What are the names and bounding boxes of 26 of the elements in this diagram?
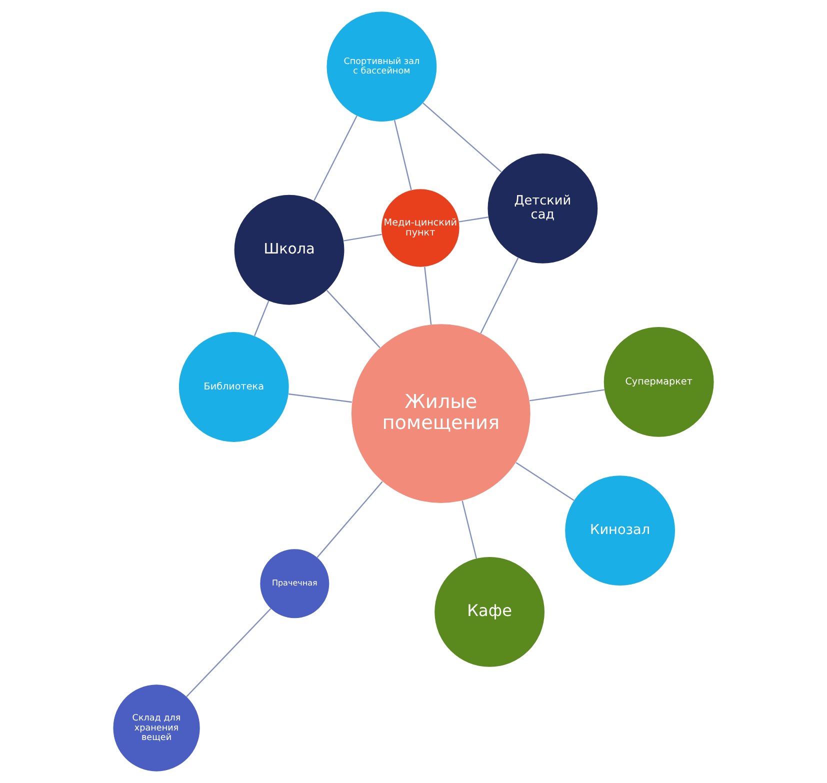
node-circle: Жилые помещения: [351, 324, 530, 503]
connector: [516, 462, 574, 501]
connector: [316, 481, 383, 558]
connector: [344, 234, 382, 242]
connector: [480, 258, 519, 334]
connector: [314, 115, 358, 201]
node-circle: Склад для хранения вещей: [113, 684, 200, 772]
node-circle: Спортивный зал с бассейном: [326, 12, 437, 122]
node-circle: Библиотека: [178, 332, 289, 442]
connector: [254, 300, 270, 336]
node-circle: Прачечная: [260, 549, 330, 618]
node-circle: Кафе: [434, 556, 545, 667]
node-circle: Меди-цинский пункт: [381, 189, 460, 267]
connector: [462, 500, 478, 559]
connector: [424, 266, 432, 325]
connector: [326, 290, 380, 348]
node-circle: Супермаркет: [604, 326, 714, 437]
node-circle: Школа: [234, 194, 344, 305]
connector: [529, 389, 604, 402]
node-circle: Детский сад: [488, 153, 598, 264]
connector: [458, 216, 488, 222]
connector: [288, 393, 352, 403]
connector: [422, 102, 502, 172]
connector: [394, 120, 412, 190]
node-circle: Кинозал: [565, 476, 676, 586]
connector: [186, 608, 272, 698]
